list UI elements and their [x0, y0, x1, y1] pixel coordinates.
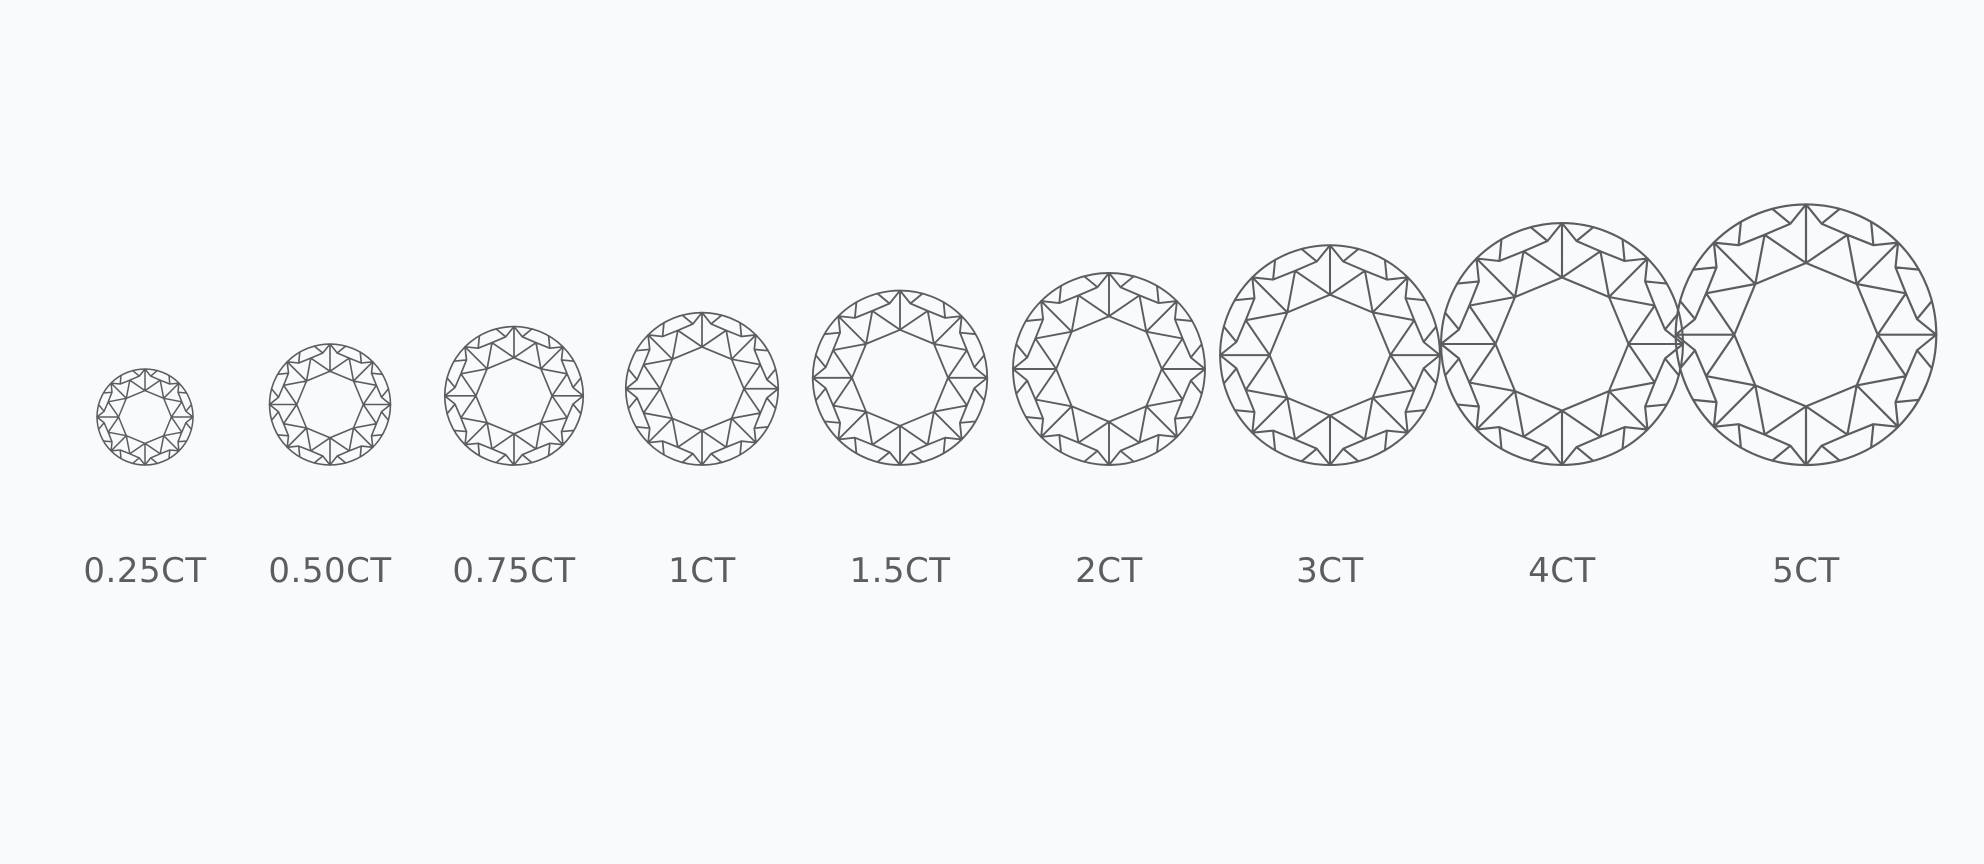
carat-label: 0.75CT [452, 551, 575, 591]
carat-label: 1CT [668, 551, 736, 591]
diamond-facets [1439, 222, 1685, 467]
diamond-0-25ct [96, 368, 194, 466]
diamond-outlines [96, 203, 1938, 467]
diamond-5ct [1674, 203, 1938, 467]
carat-label: 4CT [1528, 551, 1596, 591]
carat-labels: 0.25CT 0.50CT 0.75CT 1CT 1.5CT 2CT 3CT 4CT 5CT [83, 551, 1839, 591]
diamond-0-75ct [443, 325, 585, 466]
diamond-2ct [1012, 272, 1206, 466]
diamond-1-5ct [811, 289, 989, 466]
diamond-4ct [1439, 222, 1685, 467]
carat-label: 0.25CT [83, 551, 206, 591]
diamond-facets [443, 325, 585, 466]
diamond-1ct [624, 311, 780, 466]
diamond-3ct [1219, 244, 1441, 467]
carat-label: 5CT [1772, 551, 1840, 591]
diamond-0-50ct [268, 343, 392, 466]
carat-label: 2CT [1075, 551, 1143, 591]
diamond-facets [1674, 203, 1938, 467]
diamond-facets [96, 368, 194, 466]
carat-label: 0.50CT [268, 551, 391, 591]
diamond-facets [268, 343, 392, 466]
carat-label: 3CT [1296, 551, 1364, 591]
diamond-facets [624, 311, 780, 466]
diamond-facets [811, 289, 989, 466]
diamond-facets [1012, 272, 1206, 466]
diamond-facets [1219, 244, 1441, 467]
carat-label: 1.5CT [849, 551, 950, 591]
